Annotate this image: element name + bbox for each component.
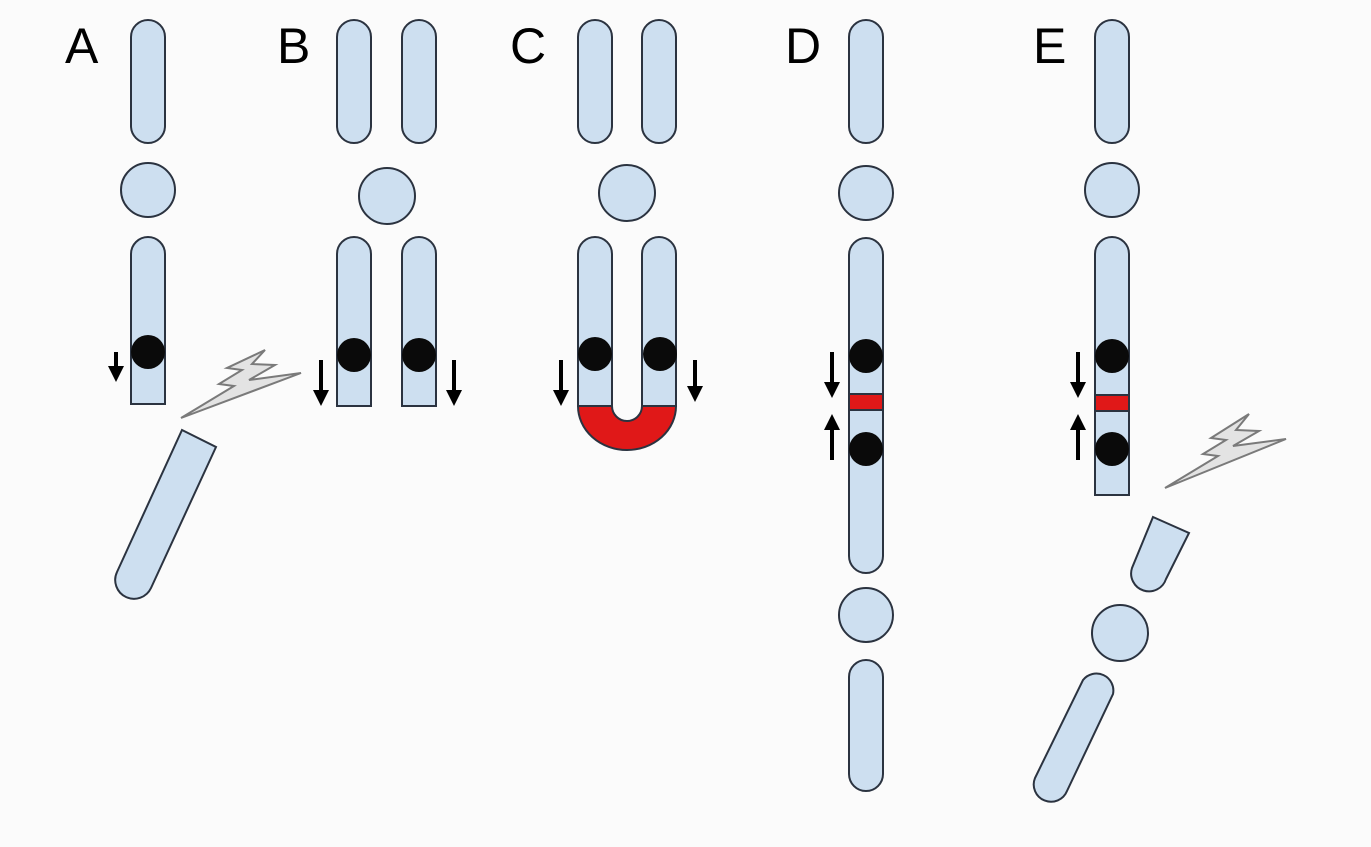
sister-chromatid-fusion: [576, 405, 678, 451]
telomere-marker: [643, 337, 677, 371]
lightning-bolt-icon: [180, 349, 302, 419]
arrow-down-icon: [313, 360, 329, 406]
lightning-bolt-icon: [1164, 413, 1287, 489]
arrow-down-icon: [108, 352, 124, 382]
centromere: [120, 162, 176, 218]
chromosome-short-arm: [848, 19, 884, 144]
chromosome-short-arm: [1094, 19, 1130, 144]
chromosome-distal-arm: [848, 659, 884, 792]
panel-c: [553, 19, 703, 451]
sister-chromatid-arm-right: [401, 19, 437, 144]
panel-b: [313, 19, 462, 407]
arrow-down-icon: [1070, 352, 1086, 398]
chromosome-broken-arm: [130, 236, 166, 405]
telomere-marker: [1095, 339, 1129, 373]
panel-d: [824, 19, 894, 792]
panel-label-c: C: [510, 18, 546, 74]
panel-label-d: D: [785, 18, 821, 74]
chromosome-short-arm: [130, 19, 166, 144]
fragment-centromere: [1091, 604, 1149, 662]
sister-chromatid-arm-left: [336, 19, 372, 144]
arrow-down-icon: [553, 360, 569, 406]
telomere-marker: [849, 339, 883, 373]
telomere-marker: [337, 338, 371, 372]
arrow-up-icon: [1070, 414, 1086, 460]
sister-chromatid-arm-right: [641, 19, 677, 144]
second-centromere: [838, 587, 894, 643]
sister-chromatid-arm-left: [577, 19, 613, 144]
arrow-down-icon: [824, 352, 840, 398]
centromere: [358, 167, 416, 225]
fused-chromatid-right: [641, 236, 677, 407]
panel-a: [108, 19, 302, 600]
centromere: [1084, 162, 1140, 218]
telomere-marker: [1095, 432, 1129, 466]
telomere-marker: [402, 338, 436, 372]
panel-e: [1032, 19, 1287, 803]
arrow-down-icon: [687, 360, 703, 402]
sister-chromatid-broken-left: [336, 236, 372, 407]
arrow-up-icon: [824, 414, 840, 460]
fused-chromatid-left: [577, 236, 613, 407]
fusion-junction: [1094, 394, 1130, 412]
arrow-down-icon: [446, 360, 462, 406]
panel-label-b: B: [277, 18, 310, 74]
panel-label-a: A: [65, 18, 99, 74]
broken-fragment-distal: [1032, 672, 1115, 803]
centromere: [838, 165, 894, 221]
panel-label-e: E: [1033, 18, 1066, 74]
telomere-marker: [578, 337, 612, 371]
sister-chromatid-broken-right: [401, 236, 437, 407]
fusion-junction: [848, 393, 884, 411]
broken-fragment: [114, 428, 218, 600]
centromere: [598, 164, 656, 222]
telomere-marker: [131, 335, 165, 369]
broken-fragment-arm: [1130, 515, 1191, 593]
telomere-marker: [849, 432, 883, 466]
